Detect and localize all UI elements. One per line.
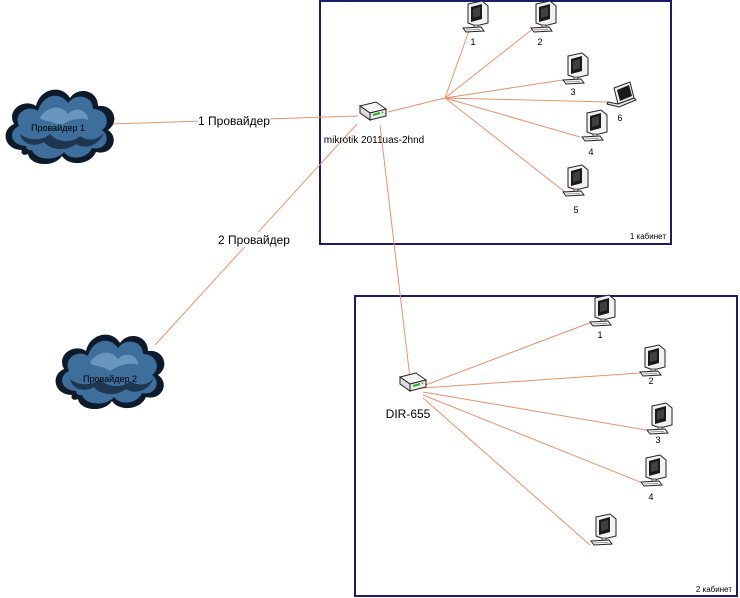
room1-device-label: 4 xyxy=(588,147,593,157)
provider1-cloud-label: Провайдер 1 xyxy=(31,123,85,133)
room1-device-label: 1 xyxy=(470,37,475,47)
desktop-computer-icon xyxy=(462,0,489,33)
room1-device-label: 5 xyxy=(573,205,578,215)
desktop-computer-icon xyxy=(639,344,666,377)
room1-device-label: 2 xyxy=(537,37,542,47)
room2-frame xyxy=(354,295,738,597)
provider2-cloud xyxy=(55,334,165,410)
room1-device-label: 3 xyxy=(570,87,575,97)
desktop-computer-icon xyxy=(589,294,616,327)
room2-device-label: 3 xyxy=(655,435,660,445)
room2-device-label: 1 xyxy=(597,330,602,340)
provider2-cloud-label: Провайдер 2 xyxy=(83,374,137,384)
desktop-computer-icon xyxy=(530,0,557,33)
link-label-provider1: 1 Провайдер xyxy=(198,114,270,128)
desktop-computer-icon xyxy=(640,454,667,487)
room1-device-label: 6 xyxy=(617,113,622,123)
link-label-provider2: 2 Провайдер xyxy=(218,233,290,247)
desktop-computer-icon xyxy=(562,164,589,197)
room1-devices: 1 2 3 4 5 6 xyxy=(462,0,637,215)
room1-title: 1 кабинет xyxy=(630,232,666,241)
room2-device-label: 2 xyxy=(648,376,653,386)
room2-title: 2 кабинет xyxy=(696,585,732,594)
router-mikrotik-label: mikrotik 2011uas-2hnd xyxy=(324,135,424,146)
room2-device-label: 4 xyxy=(648,492,653,502)
desktop-computer-icon xyxy=(562,52,589,85)
desktop-computer-icon xyxy=(581,109,608,142)
desktop-computer-icon xyxy=(646,402,673,435)
room2-devices: 1 2 3 4 xyxy=(589,294,673,546)
desktop-computer-icon xyxy=(590,513,617,546)
router-icon xyxy=(399,372,427,392)
router-dir655-label: DIR-655 xyxy=(386,407,431,421)
link-mikrotik-dir655 xyxy=(379,124,411,379)
laptop-icon xyxy=(606,81,637,108)
room1-frame xyxy=(319,0,672,245)
router-icon xyxy=(359,101,387,121)
link-mikrotik-hub xyxy=(387,97,446,113)
links xyxy=(109,27,647,546)
